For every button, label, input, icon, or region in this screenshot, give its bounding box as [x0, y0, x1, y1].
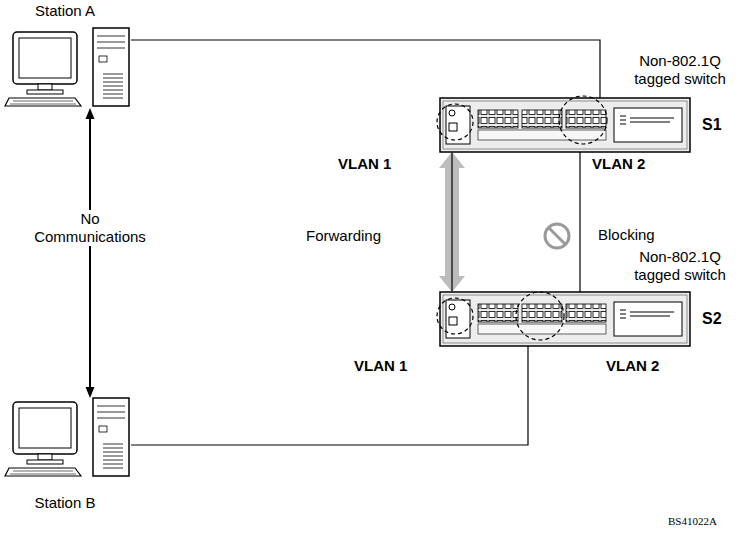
- switch: Non-802.1Q tagged switchS1: [440, 98, 690, 152]
- vlan-circle: [516, 292, 564, 340]
- vlan-circle: [437, 104, 473, 140]
- link-line: [89, 118, 91, 388]
- link-line: [451, 152, 452, 292]
- vlan-circle: [559, 96, 607, 144]
- switch-drawing: [440, 98, 690, 152]
- link-line: [131, 40, 600, 98]
- edge-label: Forwarding: [306, 227, 402, 245]
- arrow-body: [439, 152, 465, 292]
- workstation: Station B: [5, 398, 131, 478]
- link-line: [131, 346, 528, 445]
- link-line: [86, 108, 95, 398]
- link-line: [579, 152, 580, 292]
- edge-label: No Communications: [31, 210, 149, 246]
- figure-id: BS41022A: [668, 512, 717, 530]
- station-name: Station B: [0, 494, 130, 512]
- switch-type: Non-802.1Q tagged switch: [620, 248, 740, 284]
- switch-name: S1: [702, 116, 732, 134]
- switch: Non-802.1Q tagged switchS2: [440, 292, 690, 346]
- edge-label: Blocking: [598, 226, 678, 244]
- link-line: [131, 40, 600, 98]
- arrowhead: [86, 387, 95, 398]
- switch-drawing: [440, 292, 690, 346]
- switch-type: Non-802.1Q tagged switch: [620, 52, 740, 88]
- forwarding-arrow: [439, 152, 465, 292]
- vlan-label: VLAN 2: [592, 155, 645, 173]
- link-line: [580, 152, 581, 292]
- workstation: Station A: [5, 28, 131, 108]
- computer-icon: [5, 28, 129, 106]
- computer-icon: [5, 398, 129, 476]
- station-name: Station A: [0, 2, 130, 20]
- vlan-label: VLAN 2: [606, 357, 659, 375]
- prohibition-symbol: [545, 224, 569, 248]
- link-line: [131, 346, 528, 445]
- switch-name: S2: [702, 310, 732, 328]
- vlan-label: VLAN 1: [354, 357, 407, 375]
- arrowhead: [86, 108, 95, 119]
- vlan-label: VLAN 1: [338, 155, 391, 173]
- vlan-circle: [437, 298, 473, 334]
